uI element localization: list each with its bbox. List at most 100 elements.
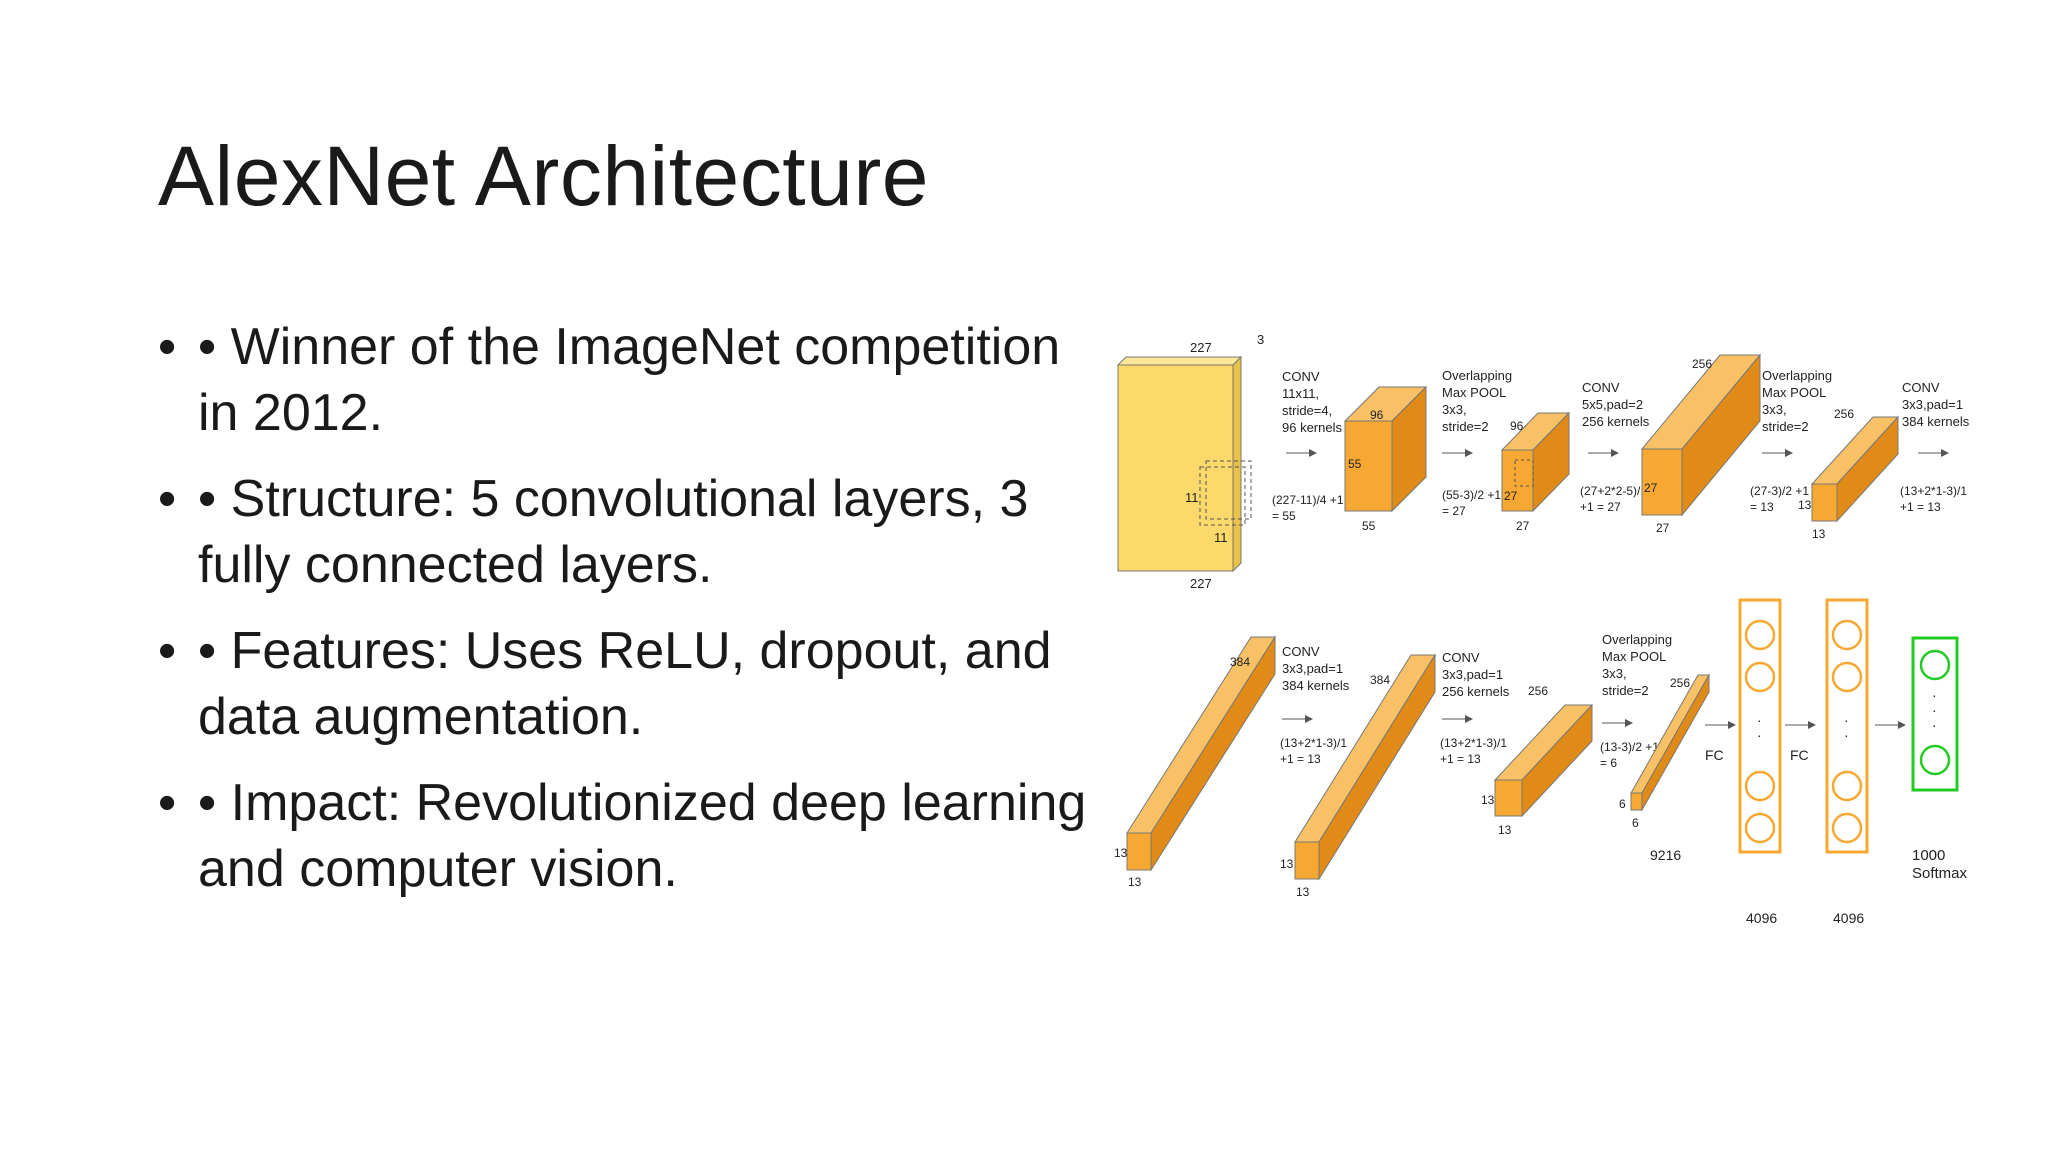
pool3-line: 3x3, bbox=[1602, 666, 1627, 681]
pool1-calc: (55-3)/2 +1 bbox=[1442, 488, 1501, 502]
conv1-height: 55 bbox=[1362, 519, 1376, 533]
input-width-label: 227 bbox=[1190, 340, 1212, 355]
conv4-height: 13 bbox=[1296, 885, 1310, 899]
conv1-line: stride=4, bbox=[1282, 403, 1332, 418]
bullet-item: • • Winner of the ImageNet competition in… bbox=[158, 314, 1098, 446]
conv2-height: 27 bbox=[1656, 521, 1670, 535]
kernel-size-label-2: 11 bbox=[1214, 530, 1228, 545]
conv1-calc: = 55 bbox=[1272, 509, 1296, 523]
pool2-line: stride=2 bbox=[1762, 419, 1809, 434]
conv1-depth: 96 bbox=[1370, 408, 1384, 422]
conv4-calc: (13+2*1-3)/1 bbox=[1280, 736, 1347, 750]
pool1-width: 27 bbox=[1504, 489, 1518, 503]
input-depth-label: 3 bbox=[1257, 332, 1264, 347]
pool1-depth: 96 bbox=[1510, 419, 1524, 433]
bullet-text: • Structure: 5 convolutional layers, 3 f… bbox=[198, 470, 1029, 594]
pool3-calc: = 6 bbox=[1600, 756, 1617, 770]
conv3-height: 13 bbox=[1128, 875, 1142, 889]
conv1-line: 96 kernels bbox=[1282, 420, 1342, 435]
pool2-calc: (27-3)/2 +1 bbox=[1750, 484, 1809, 498]
svg-text:·: · bbox=[1757, 712, 1762, 728]
conv4-width: 13 bbox=[1280, 857, 1294, 871]
conv5-annotation: CONV 3x3,pad=1 256 kernels (13+2*1-3)/1 … bbox=[1440, 650, 1510, 766]
conv4-line: 384 kernels bbox=[1282, 678, 1350, 693]
fc2-size: 4096 bbox=[1833, 910, 1864, 926]
pool3-volume: 256 6 6 bbox=[1619, 673, 1710, 830]
pool1-calc: = 27 bbox=[1442, 504, 1466, 518]
bullet-text: • Winner of the ImageNet competition in … bbox=[198, 318, 1061, 442]
pool3-width: 6 bbox=[1619, 797, 1626, 811]
conv4-line: CONV bbox=[1282, 644, 1320, 659]
input-volume: 227 3 227 11 11 bbox=[1116, 332, 1264, 591]
conv2-line: 5x5,pad=2 bbox=[1582, 397, 1643, 412]
conv1-line: 11x11, bbox=[1282, 386, 1319, 401]
pool1-line: 3x3, bbox=[1442, 402, 1467, 417]
svg-text:·: · bbox=[1932, 702, 1937, 718]
pool2-line: Max POOL bbox=[1762, 385, 1826, 400]
conv4-annotation: CONV 3x3,pad=1 384 kernels (13+2*1-3)/1 … bbox=[1280, 644, 1350, 766]
fc1-size: 4096 bbox=[1746, 910, 1777, 926]
fc2-layer: · · 4096 bbox=[1825, 598, 1869, 926]
slide-title: AlexNet Architecture bbox=[158, 129, 930, 223]
input-height-label: 227 bbox=[1190, 576, 1212, 591]
conv5-depth: 256 bbox=[1528, 684, 1548, 698]
conv5-line: 256 kernels bbox=[1442, 684, 1510, 699]
pool3-annotation: Overlapping Max POOL 3x3, stride=2 (13-3… bbox=[1600, 632, 1672, 770]
conv5-line: CONV bbox=[1442, 650, 1480, 665]
softmax-label: Softmax bbox=[1912, 865, 1968, 882]
pool3-line: stride=2 bbox=[1602, 683, 1649, 698]
alexnet-diagram: 227 3 227 11 11 CONV 11x11, stride=4, 96… bbox=[1114, 332, 1970, 926]
pool3-height: 6 bbox=[1632, 816, 1639, 830]
conv5-volume: 256 13 13 bbox=[1481, 684, 1594, 837]
pool2-line: Overlapping bbox=[1762, 368, 1832, 383]
conv5-line: 3x3,pad=1 bbox=[1442, 667, 1503, 682]
pool2-line: 3x3, bbox=[1762, 402, 1787, 417]
bullet-item: • • Impact: Revolutionized deep learning … bbox=[158, 770, 1098, 902]
conv2-calc: (27+2*2-5)/1 bbox=[1580, 484, 1647, 498]
svg-text:·: · bbox=[1932, 687, 1937, 703]
conv4-calc: +1 = 13 bbox=[1280, 752, 1321, 766]
pool3-depth: 256 bbox=[1670, 676, 1690, 690]
bullet-marker: • bbox=[158, 774, 177, 832]
conv4-depth: 384 bbox=[1370, 673, 1390, 687]
kernel-size-label: 11 bbox=[1185, 490, 1199, 505]
conv3-calc: (13+2*1-3)/1 bbox=[1900, 484, 1967, 498]
pool2-depth: 256 bbox=[1834, 407, 1854, 421]
conv3-depth: 384 bbox=[1230, 655, 1250, 669]
svg-text:·: · bbox=[1757, 727, 1762, 743]
bullet-marker: • bbox=[158, 622, 177, 680]
pool1-volume: 96 27 27 bbox=[1500, 411, 1571, 533]
pool2-height: 13 bbox=[1812, 527, 1826, 541]
bullet-marker: • bbox=[158, 318, 177, 376]
conv4-volume: 384 13 13 bbox=[1280, 653, 1436, 899]
pool3-line: Max POOL bbox=[1602, 649, 1666, 664]
svg-text:·: · bbox=[1844, 727, 1849, 743]
conv2-volume: 256 27 27 bbox=[1640, 353, 1762, 535]
bullet-list: • • Winner of the ImageNet competition in… bbox=[158, 314, 1098, 922]
conv1-calc: (227-11)/4 +1 bbox=[1272, 493, 1344, 507]
pool2-calc: = 13 bbox=[1750, 500, 1774, 514]
conv5-calc: +1 = 13 bbox=[1440, 752, 1481, 766]
pool3-calc: (13-3)/2 +1 bbox=[1600, 740, 1659, 754]
conv2-calc: +1 = 27 bbox=[1580, 500, 1621, 514]
pool3-line: Overlapping bbox=[1602, 632, 1672, 647]
conv3-volume: 384 13 13 bbox=[1114, 635, 1276, 889]
conv1-volume: 96 55 55 bbox=[1343, 385, 1428, 533]
fc-label: FC bbox=[1705, 747, 1724, 763]
conv2-line: CONV bbox=[1582, 380, 1620, 395]
conv4-line: 3x3,pad=1 bbox=[1282, 661, 1343, 676]
conv5-calc: (13+2*1-3)/1 bbox=[1440, 736, 1507, 750]
bullet-item: • • Structure: 5 convolutional layers, 3 … bbox=[158, 466, 1098, 598]
conv3-width: 13 bbox=[1114, 846, 1128, 860]
bullet-text: • Features: Uses ReLU, dropout, and data… bbox=[198, 622, 1052, 746]
bullet-text: • Impact: Revolutionized deep learning a… bbox=[198, 774, 1087, 898]
conv3-calc: +1 = 13 bbox=[1900, 500, 1941, 514]
conv3-line: CONV bbox=[1902, 380, 1940, 395]
pool1-line: Overlapping bbox=[1442, 368, 1512, 383]
conv1-annotation: CONV 11x11, stride=4, 96 kernels (227-11… bbox=[1272, 369, 1344, 523]
conv2-width: 27 bbox=[1644, 481, 1658, 495]
pool1-annotation: Overlapping Max POOL 3x3, stride=2 (55-3… bbox=[1442, 368, 1512, 518]
conv5-height: 13 bbox=[1498, 823, 1512, 837]
bullet-marker: • bbox=[158, 470, 177, 528]
